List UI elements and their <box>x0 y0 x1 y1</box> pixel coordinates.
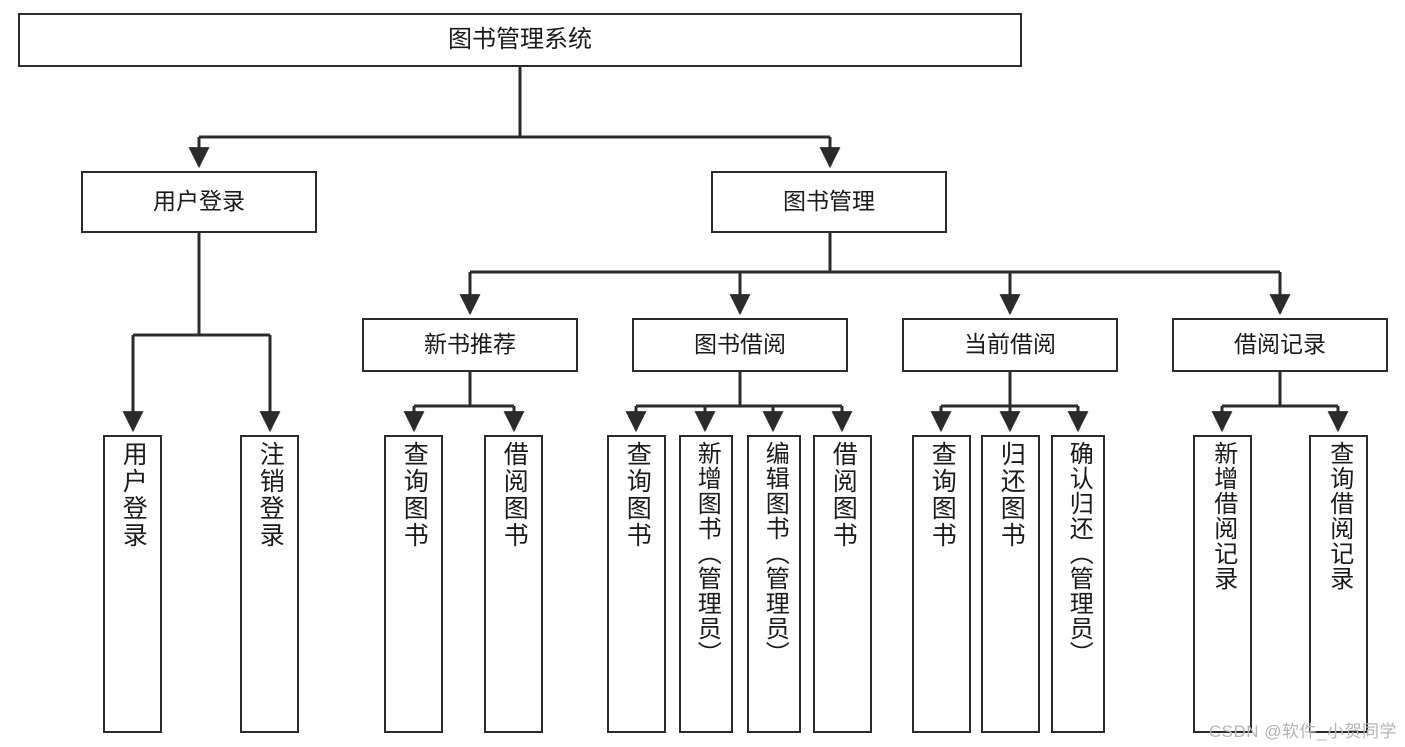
node-leaf-query-book-current[interactable]: 查询图书 <box>912 435 971 733</box>
node-leaf-add-book-admin[interactable]: 新增图书（管理员） <box>679 435 733 733</box>
node-leaf-borrow-book-recommend[interactable]: 借阅图书 <box>484 435 543 733</box>
node-leaf-add-borrow-record[interactable]: 新增借阅记录 <box>1193 435 1252 733</box>
node-leaf-logout[interactable]: 注销登录 <box>240 435 299 733</box>
node-current-borrow-label: 当前借阅 <box>964 331 1056 358</box>
node-leaf-user-login-label: 用户登录 <box>119 441 148 549</box>
node-leaf-logout-label: 注销登录 <box>256 441 285 549</box>
node-new-book-recommend-label: 新书推荐 <box>424 331 516 358</box>
node-book-borrow-label: 图书借阅 <box>694 331 786 358</box>
node-book-management-label: 图书管理 <box>783 188 875 215</box>
node-user-login-label: 用户登录 <box>153 188 245 215</box>
node-borrow-record-label: 借阅记录 <box>1234 331 1326 358</box>
node-leaf-query-book-current-label: 查询图书 <box>928 441 957 549</box>
node-leaf-edit-book-admin[interactable]: 编辑图书（管理员） <box>747 435 801 733</box>
node-leaf-add-borrow-record-label: 新增借阅记录 <box>1209 441 1237 591</box>
node-root-book-management-system[interactable]: 图书管理系统 <box>18 13 1022 67</box>
node-leaf-query-borrow-record[interactable]: 查询借阅记录 <box>1309 435 1368 733</box>
node-leaf-query-book-recommend[interactable]: 查询图书 <box>384 435 443 733</box>
node-leaf-borrow-book-label: 借阅图书 <box>829 441 858 549</box>
node-leaf-return-book-label: 归还图书 <box>997 441 1026 549</box>
node-book-management[interactable]: 图书管理 <box>711 171 947 233</box>
node-root-label: 图书管理系统 <box>448 25 592 53</box>
node-leaf-edit-book-admin-label: 编辑图书（管理员） <box>761 441 789 666</box>
node-leaf-query-book-recommend-label: 查询图书 <box>400 441 429 549</box>
node-leaf-query-book-borrow-label: 查询图书 <box>623 441 652 549</box>
node-leaf-query-book-borrow[interactable]: 查询图书 <box>607 435 666 733</box>
node-current-borrow[interactable]: 当前借阅 <box>902 318 1118 372</box>
node-leaf-borrow-book[interactable]: 借阅图书 <box>813 435 872 733</box>
node-leaf-add-book-admin-label: 新增图书（管理员） <box>693 441 721 666</box>
node-borrow-record[interactable]: 借阅记录 <box>1172 318 1388 372</box>
node-leaf-confirm-return-admin-label: 确认归还（管理员） <box>1065 441 1093 666</box>
node-leaf-user-login[interactable]: 用户登录 <box>103 435 162 733</box>
node-leaf-confirm-return-admin[interactable]: 确认归还（管理员） <box>1051 435 1105 733</box>
node-user-login[interactable]: 用户登录 <box>81 171 317 233</box>
node-leaf-return-book[interactable]: 归还图书 <box>981 435 1040 733</box>
node-leaf-query-borrow-record-label: 查询借阅记录 <box>1325 441 1353 591</box>
node-leaf-borrow-book-recommend-label: 借阅图书 <box>500 441 529 549</box>
node-new-book-recommend[interactable]: 新书推荐 <box>362 318 578 372</box>
node-book-borrow[interactable]: 图书借阅 <box>632 318 848 372</box>
